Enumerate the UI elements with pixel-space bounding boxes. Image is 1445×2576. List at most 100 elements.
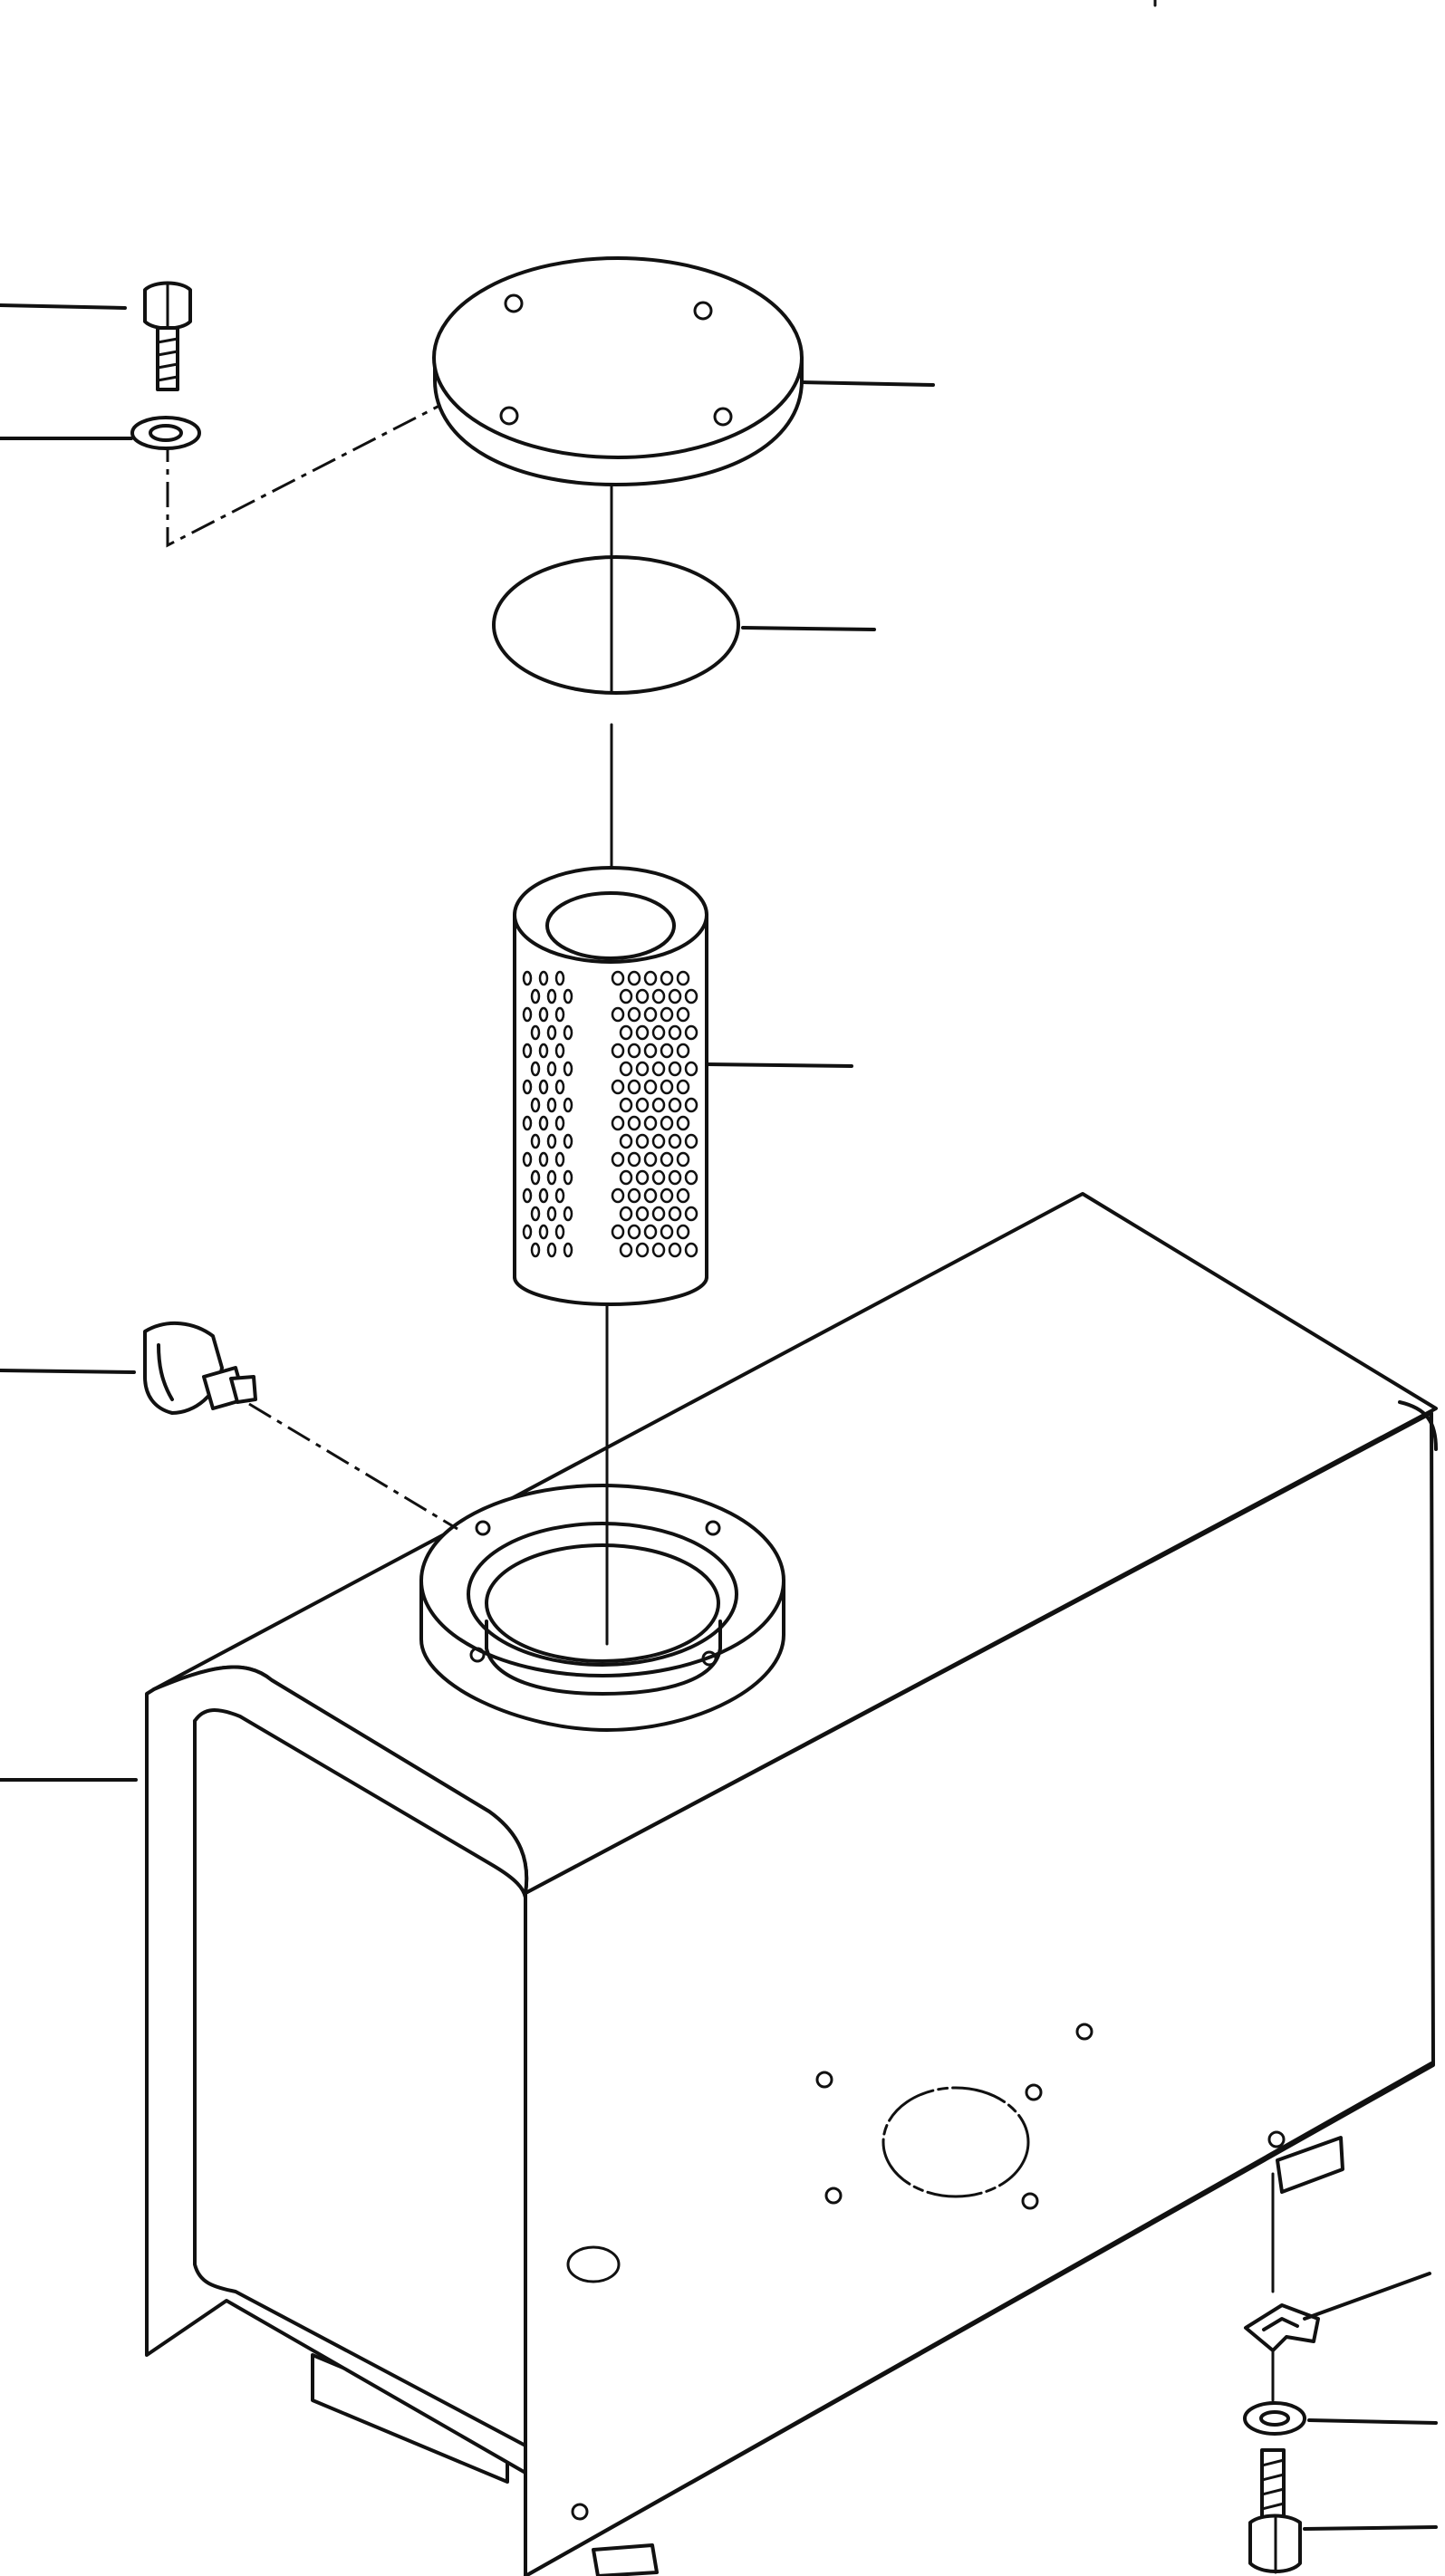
perforation-hole — [522, 1224, 533, 1240]
perforation-hole — [660, 1043, 674, 1059]
perforation-hole — [660, 1151, 674, 1168]
perforation-hole — [530, 1024, 541, 1041]
perforation-hole — [627, 1043, 641, 1059]
perforation-hole — [538, 1151, 549, 1168]
perforation-hole — [627, 1006, 641, 1023]
perforation-hole — [563, 1242, 573, 1258]
perforation-hole — [643, 1043, 658, 1059]
perforation-hole — [627, 1115, 641, 1131]
perforation-hole — [651, 1024, 666, 1041]
perforation-hole — [684, 1097, 698, 1113]
perforation-hole — [619, 1206, 633, 1222]
tank-filter-flange — [419, 1484, 785, 1732]
perforation-hole — [554, 1079, 565, 1095]
perforation-hole — [676, 1187, 690, 1204]
perforation-hole — [546, 1097, 557, 1113]
perforation-hole — [522, 1079, 533, 1095]
perforation-hole — [684, 1242, 698, 1258]
perforation-hole — [522, 1043, 533, 1059]
perforation-hole — [635, 1024, 650, 1041]
perforation-hole — [522, 970, 533, 986]
perforation-hole — [684, 1206, 698, 1222]
perforation-hole — [643, 1115, 658, 1131]
perforation-hole — [684, 988, 698, 1004]
perforation-hole — [651, 988, 666, 1004]
perforation-hole — [668, 988, 682, 1004]
perforation-hole — [554, 1043, 565, 1059]
breather-plug — [0, 1321, 257, 1415]
perforation-hole — [611, 1187, 625, 1204]
perforation-hole — [563, 1206, 573, 1222]
perforation-hole — [660, 1115, 674, 1131]
perforation-hole — [546, 1061, 557, 1077]
perforation-hole — [538, 1079, 549, 1095]
perforation-hole — [635, 1097, 650, 1113]
perforation-hole — [538, 1187, 549, 1204]
filter-element — [513, 866, 853, 1306]
perforation-hole — [546, 1242, 557, 1258]
perforation-hole — [522, 1151, 533, 1168]
perforation-hole — [676, 1006, 690, 1023]
perforation-hole — [530, 988, 541, 1004]
perforation-hole — [627, 1079, 641, 1095]
perforation-hole — [538, 1006, 549, 1023]
perforation-hole — [651, 1169, 666, 1186]
perforation-hole — [554, 1224, 565, 1240]
washer-bottom — [1243, 2401, 1438, 2436]
perforation-hole — [660, 1224, 674, 1240]
perforation-hole — [635, 1242, 650, 1258]
perforation-hole — [611, 1043, 625, 1059]
perforation-hole — [522, 1006, 533, 1023]
perforation-hole — [651, 1097, 666, 1113]
perforation-hole — [563, 1097, 573, 1113]
perforation-hole — [522, 1115, 533, 1131]
perforation-hole — [538, 1115, 549, 1131]
perforation-hole — [643, 970, 658, 986]
tank-side-port — [566, 2023, 1286, 2521]
clip — [1244, 2272, 1431, 2352]
perforation-hole — [619, 1061, 633, 1077]
perforation-hole — [668, 1133, 682, 1149]
perforation-hole — [651, 1242, 666, 1258]
perforation-hole — [611, 970, 625, 986]
perforation-hole — [563, 1169, 573, 1186]
perforation-hole — [530, 1097, 541, 1113]
perforation-hole — [643, 1151, 658, 1168]
perforation-hole — [538, 970, 549, 986]
perforation-hole — [619, 1169, 633, 1186]
perforation-hole — [635, 988, 650, 1004]
perforation-hole — [668, 1206, 682, 1222]
perforation-hole — [676, 1079, 690, 1095]
perforation-hole — [546, 988, 557, 1004]
perforation-hole — [546, 1133, 557, 1149]
perforation-hole — [668, 1061, 682, 1077]
perforation-hole — [676, 1224, 690, 1240]
perforation-hole — [684, 1061, 698, 1077]
perforation-hole — [611, 1079, 625, 1095]
perforation-hole — [635, 1169, 650, 1186]
perforation-hole — [538, 1224, 549, 1240]
perforation-hole — [563, 988, 573, 1004]
perforation-hole — [563, 1133, 573, 1149]
perforation-hole — [619, 1242, 633, 1258]
perforation-hole — [546, 1169, 557, 1186]
perforation-hole — [676, 1043, 690, 1059]
perforation-hole — [627, 1151, 641, 1168]
perforation-hole — [651, 1206, 666, 1222]
perforation-hole — [530, 1169, 541, 1186]
perforation-hole — [660, 970, 674, 986]
perforation-hole — [651, 1133, 666, 1149]
perforation-hole — [554, 1006, 565, 1023]
perforation-hole — [668, 1097, 682, 1113]
perforation-hole — [627, 1224, 641, 1240]
perforation-hole — [619, 1097, 633, 1113]
perforation-hole — [611, 1151, 625, 1168]
perforation-hole — [627, 1187, 641, 1204]
bolt-bottom — [1248, 2448, 1438, 2574]
perforation-hole — [643, 1187, 658, 1204]
perforation-hole — [643, 1079, 658, 1095]
perforation-hole — [635, 1061, 650, 1077]
perforation-hole — [611, 1115, 625, 1131]
perforation-hole — [635, 1133, 650, 1149]
perforation-hole — [627, 970, 641, 986]
